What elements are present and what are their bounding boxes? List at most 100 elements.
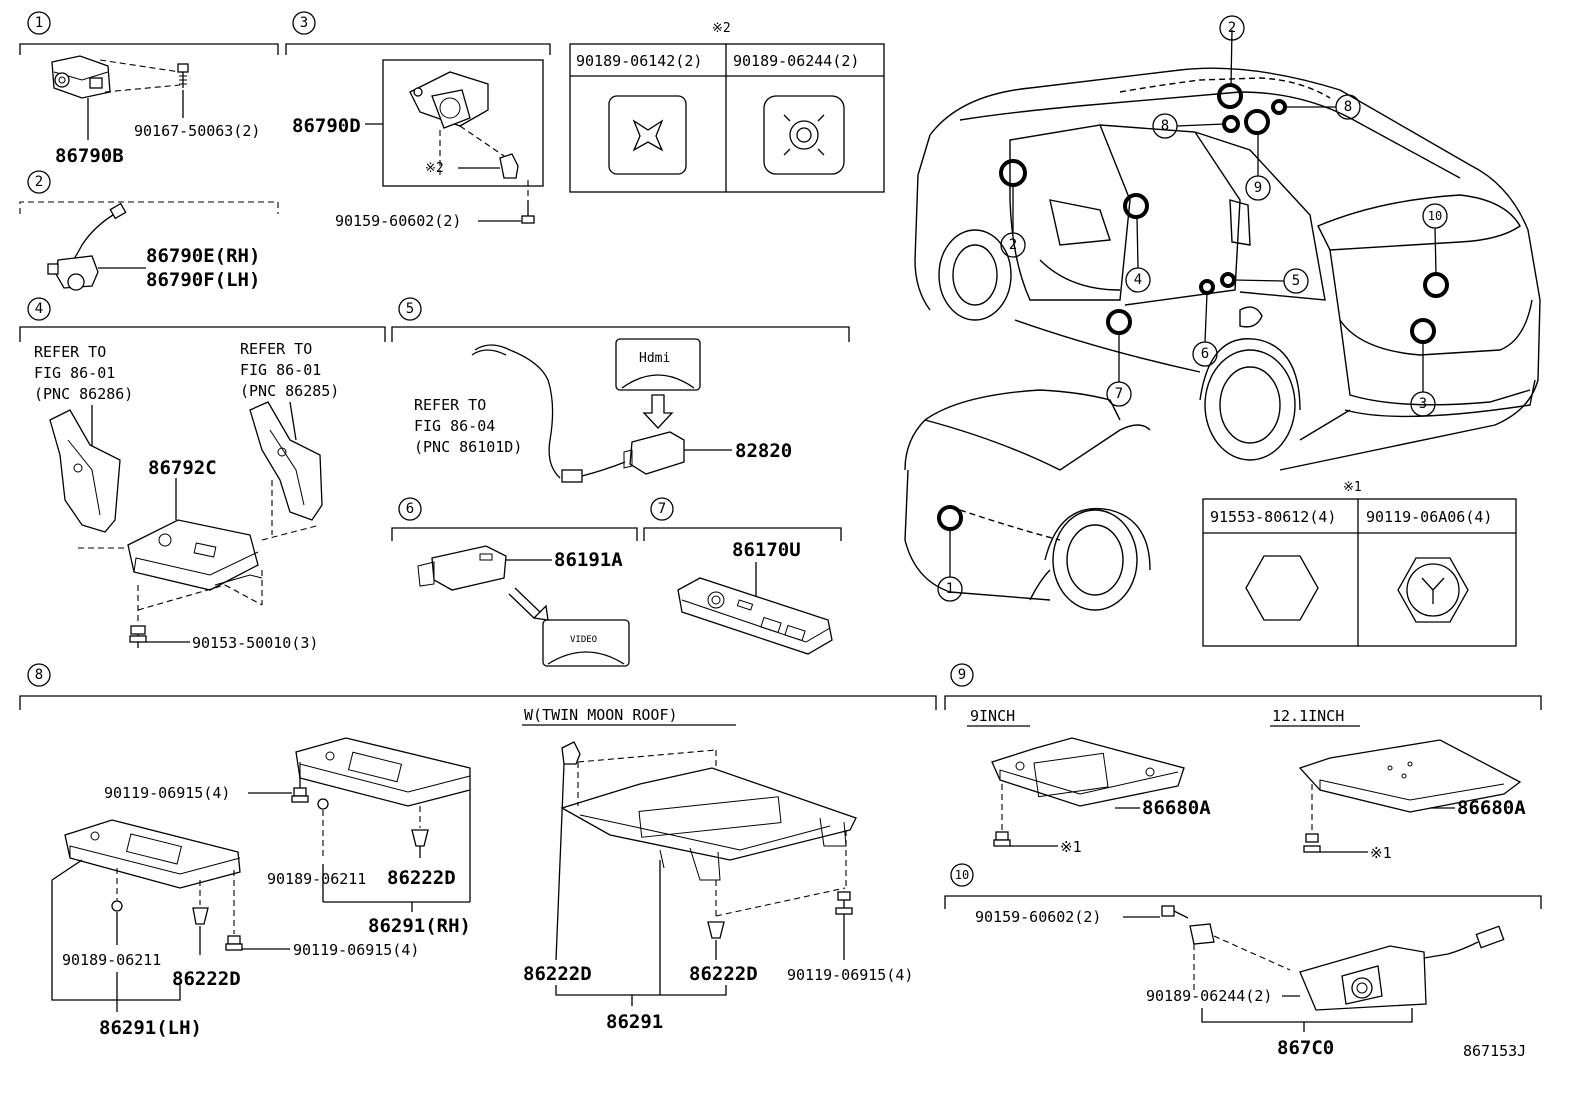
clip-s10-drawing bbox=[1189, 923, 1215, 945]
part-90159-60602: 90159-60602(2) bbox=[335, 212, 461, 230]
part-90153-50010: 90153-50010(3) bbox=[192, 634, 318, 652]
screw-90153-drawing bbox=[129, 625, 147, 648]
screw-drawing bbox=[177, 63, 189, 88]
side-camera-drawing bbox=[47, 202, 127, 291]
part-86222D-w2: 86222D bbox=[689, 963, 758, 985]
right-bracket-drawing bbox=[249, 401, 323, 521]
camera-867C0-drawing bbox=[1299, 925, 1505, 1011]
refer-left-line1: REFER TO bbox=[34, 343, 106, 361]
callout-1: 1 bbox=[946, 581, 954, 597]
screw-90159-drawing bbox=[521, 200, 535, 224]
hdmi-label-icon: Hdmi bbox=[615, 338, 701, 391]
section-2: 2 86790E(RH) 86790F(LH) bbox=[19, 170, 279, 291]
module-86792C-drawing bbox=[127, 519, 263, 591]
section-9: 9 9INCH 12.1INCH ※1 86680A bbox=[944, 663, 1542, 862]
part-90159-60602-s10: 90159-60602(2) bbox=[975, 908, 1101, 926]
part-86222D-w1: 86222D bbox=[523, 963, 592, 985]
part-867C0: 867C0 bbox=[1277, 1037, 1334, 1059]
label-9inch: 9INCH bbox=[970, 707, 1015, 725]
part-90189-06244-s10: 90189-06244(2) bbox=[1146, 987, 1272, 1005]
clip-06244-icon bbox=[763, 95, 845, 175]
part-86680A-right: 86680A bbox=[1457, 797, 1526, 819]
callout-8-left: 8 bbox=[1161, 118, 1169, 134]
clip-drawing bbox=[499, 153, 519, 179]
section-7-number: 7 bbox=[658, 501, 666, 517]
bolt-lh-drawing bbox=[225, 935, 243, 951]
flange-bolt-icon bbox=[1397, 557, 1469, 623]
rear-camera-drawing bbox=[409, 71, 489, 129]
drawing-code: 867153J bbox=[1463, 1042, 1526, 1060]
section-3-number: 3 bbox=[300, 15, 308, 31]
section-8: 8 W(TWIN MOON ROOF) 90119-06915(4) bbox=[19, 663, 937, 1039]
section-9-number: 9 bbox=[958, 667, 966, 683]
vehicle-overview-drawing: 2 8 8 9 2 4 5 6 7 10 3 1 bbox=[904, 15, 1541, 611]
part-90119-06915-w: 90119-06915(4) bbox=[787, 966, 913, 984]
part-86222D-lh: 86222D bbox=[172, 968, 241, 990]
callout-2-top: 2 bbox=[1228, 20, 1236, 36]
part-86790B: 86790B bbox=[55, 145, 124, 167]
part-90119-06915-rh: 90119-06915(4) bbox=[104, 784, 230, 802]
note-1-header-2: 90119-06A06(4) bbox=[1366, 508, 1492, 526]
bolt-12inch-drawing bbox=[1303, 833, 1321, 853]
part-82820: 82820 bbox=[735, 440, 792, 462]
callout-7: 7 bbox=[1115, 386, 1123, 402]
section-8-number: 8 bbox=[35, 667, 43, 683]
part-86790E-RH: 86790E(RH) bbox=[146, 245, 260, 267]
hook-lh-drawing bbox=[192, 907, 209, 925]
part-86790D: 86790D bbox=[292, 115, 361, 137]
callout-3: 3 bbox=[1419, 396, 1427, 412]
note-2-table: ※2 90189-06142(2) 90189-06244(2) bbox=[569, 21, 885, 193]
refer-5-line3: (PNC 86101D) bbox=[414, 438, 522, 456]
variant-twin-moon-roof: W(TWIN MOON ROOF) bbox=[524, 706, 678, 724]
bolt-9inch-drawing bbox=[993, 831, 1011, 847]
section-7: 7 86170U bbox=[643, 497, 842, 655]
refer-right-line3: (PNC 86285) bbox=[240, 382, 339, 400]
note-2-header-2: 90189-06244(2) bbox=[733, 52, 859, 70]
refer-left-line3: (PNC 86286) bbox=[34, 385, 133, 403]
part-86191A: 86191A bbox=[554, 549, 623, 571]
hook-w2-drawing bbox=[707, 921, 725, 939]
part-86291-W: 86291 bbox=[606, 1011, 663, 1033]
part-90167-50063: 90167-50063(2) bbox=[134, 122, 260, 140]
section-5: 5 REFER TO FIG 86-04 (PNC 86101D) 82820 … bbox=[391, 297, 850, 483]
refer-right-line2: FIG 86-01 bbox=[240, 361, 321, 379]
video-label-icon: VIDEO bbox=[542, 619, 630, 667]
screw-s10-drawing bbox=[1161, 905, 1189, 919]
callout-6: 6 bbox=[1201, 346, 1209, 362]
note-1-table: ※1 91553-80612(4) 90119-06A06(4) bbox=[1202, 480, 1517, 647]
part-86291-LH: 86291(LH) bbox=[99, 1017, 202, 1039]
label-12-1inch: 12.1INCH bbox=[1272, 707, 1344, 725]
bracket-rh-drawing bbox=[295, 737, 471, 807]
video-label-text: VIDEO bbox=[570, 635, 597, 645]
part-86222D-rh: 86222D bbox=[387, 867, 456, 889]
note-1-ref-right: ※1 bbox=[1370, 844, 1392, 862]
section-2-number: 2 bbox=[35, 174, 43, 190]
part-86792C: 86792C bbox=[148, 457, 217, 479]
part-86680A-left: 86680A bbox=[1142, 797, 1211, 819]
hex-nut-icon bbox=[1245, 555, 1319, 621]
section-3: 3 ※2 86790D 90159-60602(2) bbox=[285, 11, 551, 230]
callout-2-left: 2 bbox=[1009, 237, 1017, 253]
bracket-lh-drawing bbox=[64, 819, 241, 889]
section-6-number: 6 bbox=[406, 501, 414, 517]
section-10-number: 10 bbox=[955, 868, 969, 882]
bracket-w-drawing bbox=[560, 767, 857, 881]
left-bracket-drawing bbox=[49, 409, 121, 533]
section-6: 6 86191A VIDEO bbox=[391, 497, 638, 667]
clip-06142-icon bbox=[608, 95, 687, 175]
part-90189-06211-lh: 90189-06211 bbox=[62, 951, 161, 969]
note-2-mark: ※2 bbox=[425, 161, 444, 176]
callout-10: 10 bbox=[1428, 209, 1442, 223]
callout-9: 9 bbox=[1254, 180, 1262, 196]
section-4: 4 REFER TO FIG 86-01 (PNC 86286) REFER T… bbox=[19, 297, 386, 652]
hook-rh-drawing bbox=[411, 829, 429, 858]
part-90189-06211-rh: 90189-06211 bbox=[267, 870, 366, 888]
part-86790F-LH: 86790F(LH) bbox=[146, 269, 260, 291]
part-90119-06915-lh: 90119-06915(4) bbox=[293, 941, 419, 959]
refer-5-line2: FIG 86-04 bbox=[414, 417, 495, 435]
bolt-w-drawing bbox=[835, 891, 853, 915]
note-1-ref-left: ※1 bbox=[1060, 838, 1082, 856]
note-1-table-mark: ※1 bbox=[1343, 480, 1362, 495]
hdmi-port-drawing bbox=[623, 431, 685, 475]
